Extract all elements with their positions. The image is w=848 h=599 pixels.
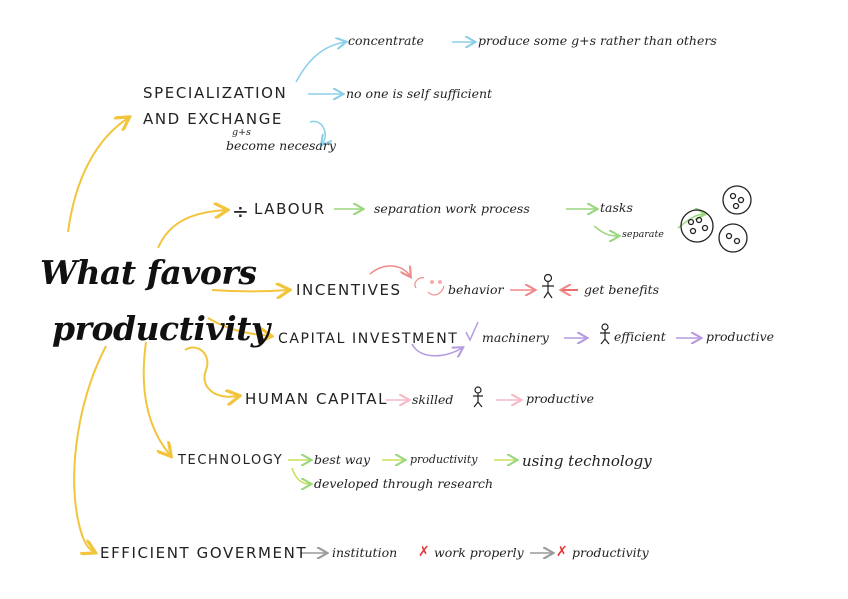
specialization-title-line2: AND EXCHANGE — [143, 110, 283, 128]
separate-label: separate — [622, 229, 664, 240]
check-mark — [465, 321, 479, 342]
arrow-capital-curve — [411, 343, 462, 356]
get-benefits-label: get benefits — [584, 282, 660, 297]
branch-labour — [157, 210, 226, 249]
branch-incentives — [211, 290, 288, 292]
capital-title: CAPITAL INVESTMENT — [278, 331, 459, 347]
branch-human — [184, 346, 238, 397]
task-circles-drawing — [680, 185, 752, 253]
center-title-line2: productivity — [52, 309, 270, 348]
behavior-label: behavior — [448, 282, 504, 297]
productivity-gov-label: productivity — [572, 545, 649, 560]
become-necessary-label: become necesary — [226, 138, 336, 153]
productive-capital-label: productive — [706, 329, 775, 344]
arrow-to-developed — [291, 467, 310, 484]
gs-label: g+s — [232, 127, 251, 138]
person-icon-human — [473, 386, 483, 408]
arrow-to-concentrate — [295, 42, 345, 83]
institution-label: institution — [332, 545, 398, 560]
center-title-line1: What favors — [40, 253, 257, 292]
arrow-to-separate — [593, 225, 618, 236]
machinery-label: machinery — [482, 330, 549, 345]
efficient-label: efficient — [614, 329, 666, 344]
government-title: EFFICIENT GOVERMENT — [100, 544, 308, 562]
specialization-title-line1: SPECIALIZATION — [143, 84, 288, 102]
branch-specialization — [67, 118, 128, 233]
branch-capital — [207, 317, 270, 336]
labour-title: LABOUR — [254, 200, 326, 218]
x-mark-1: ✗ — [418, 544, 430, 560]
produce-some-label: produce some g+s rather than others — [478, 33, 717, 48]
concentrate-label: concentrate — [348, 33, 424, 48]
x-mark-2: ✗ — [556, 544, 568, 560]
developed-label: developed through research — [314, 476, 494, 491]
branch-technology — [142, 341, 170, 455]
human-capital-title: HUMAN CAPITAL — [245, 390, 389, 408]
person-icon-incentives — [542, 273, 554, 299]
tasks-label: tasks — [600, 200, 633, 215]
no-one-label: no one is self sufficient — [346, 86, 493, 101]
technology-title: TECHNOLOGY — [178, 453, 284, 468]
incentives-title: INCENTIVES — [296, 281, 402, 299]
branch-government — [73, 345, 107, 552]
arrow-incentive-curve — [369, 266, 410, 276]
person-icon-capital — [600, 323, 610, 345]
smiley-doodle — [414, 277, 445, 296]
work-properly-label: work properly — [434, 545, 524, 560]
arrow-to-become-necessary — [309, 120, 325, 144]
productive-human-label: productive — [526, 391, 595, 406]
skilled-label: skilled — [412, 392, 454, 407]
division-symbol: ÷ — [232, 199, 251, 223]
best-way-label: best way — [314, 452, 371, 467]
using-technology-label: using technology — [522, 452, 652, 470]
separation-label: separation work process — [374, 201, 530, 216]
productivity-tech-label: productivity — [410, 453, 478, 466]
